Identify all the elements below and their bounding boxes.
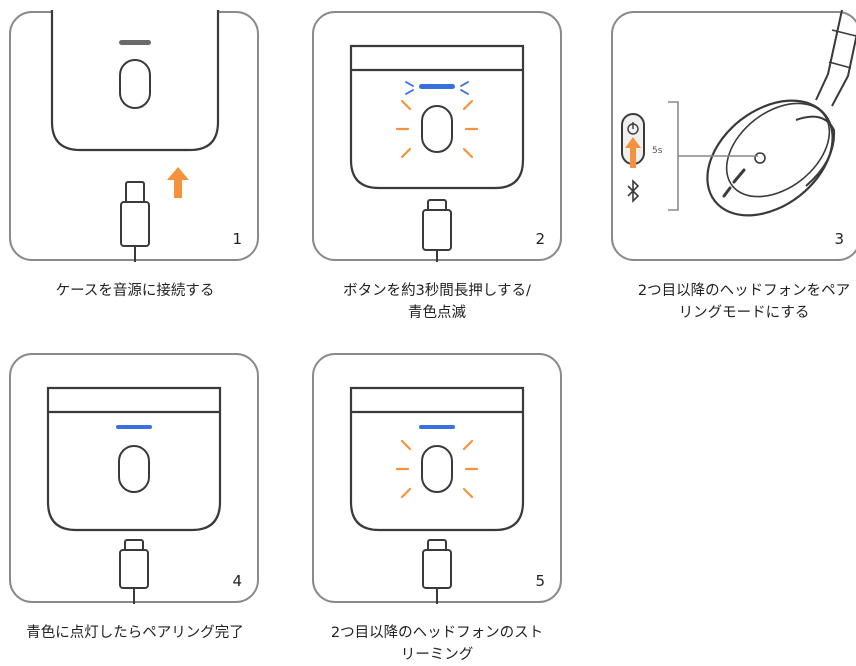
step-3-number: 3 — [834, 230, 844, 248]
step-5-caption: 2つ目以降のヘッドフォンのスト リーミング — [330, 625, 544, 663]
hold-duration-label: 5s — [652, 146, 663, 156]
step-2-panel: 2 — [311, 10, 563, 262]
slide-up-arrow — [625, 137, 641, 168]
step-5-number: 5 — [535, 572, 545, 590]
step-2-illustration — [312, 11, 562, 262]
step-3-caption: 2つ目以降のヘッドフォンをペア リングモードにする — [637, 283, 851, 321]
step-2-caption: ボタンを約3秒間長押しする/ 青色点滅 — [343, 283, 531, 321]
step-5-illustration — [312, 353, 562, 604]
press-glow-lines — [395, 439, 479, 499]
blue-led — [116, 425, 152, 429]
step-5-panel: 5 — [311, 352, 563, 604]
step-4-panel: 4 — [8, 352, 260, 604]
step-1-panel: 1 — [8, 10, 260, 262]
step-1-caption: ケースを音源に接続する — [55, 283, 215, 299]
step-4-number: 4 — [232, 572, 242, 590]
blue-led — [419, 84, 455, 89]
step-4-illustration — [9, 353, 259, 604]
step-2-number: 2 — [535, 230, 545, 248]
blue-led — [419, 425, 455, 429]
bluetooth-icon — [627, 179, 640, 203]
step-1-illustration — [9, 10, 259, 262]
step-1-number: 1 — [232, 230, 242, 248]
step-3-panel: 5s 3 — [610, 9, 856, 262]
step-4-caption: 青色に点灯したらペアリング完了 — [26, 625, 244, 641]
press-glow-lines — [395, 99, 479, 159]
blink-lines — [405, 81, 469, 95]
step-3-illustration — [611, 9, 856, 261]
